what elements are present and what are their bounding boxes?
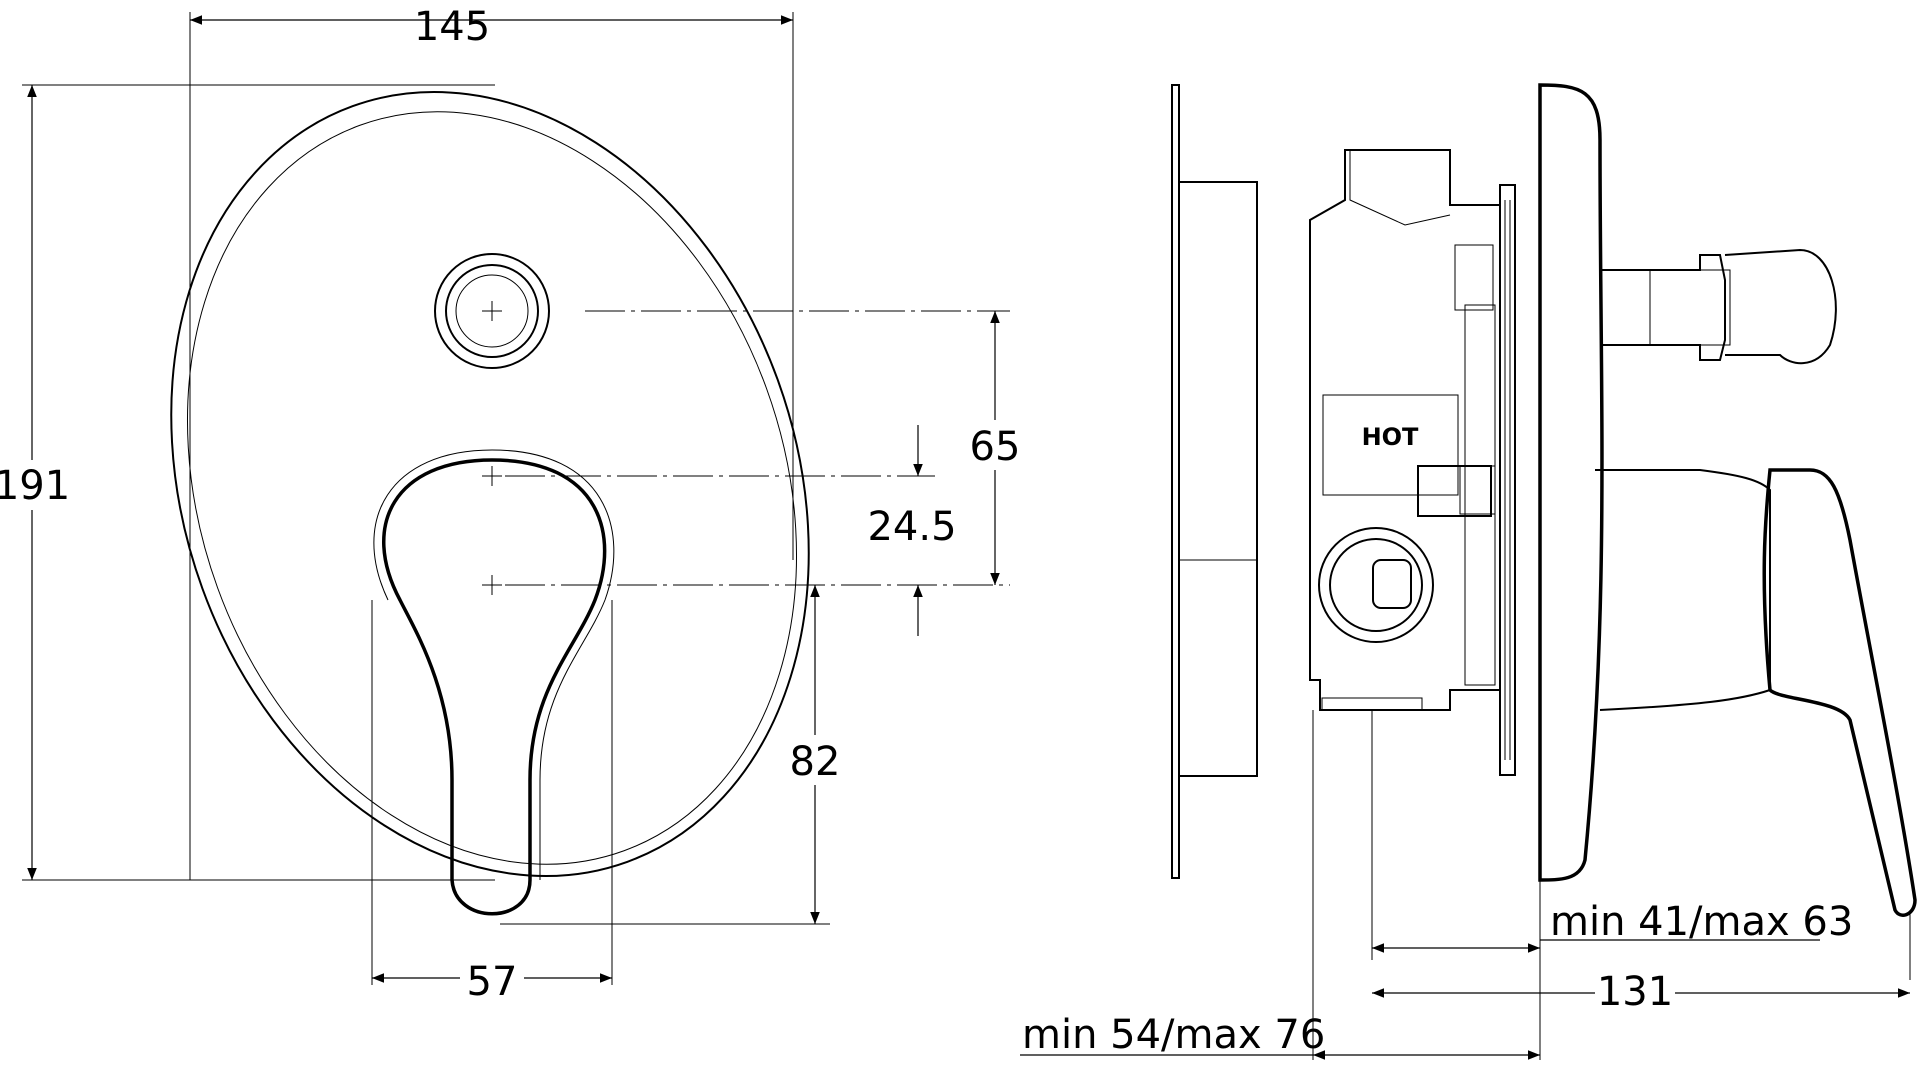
lever-side: [1595, 468, 1917, 917]
valve-body: HOT: [1309, 149, 1501, 711]
diverter-stem: [1600, 248, 1837, 365]
wall-flange: [1171, 84, 1258, 879]
lever-length-dimension: 82: [790, 739, 841, 785]
diverter-button: [434, 253, 550, 369]
lever-offset-dimension: 24.5: [867, 504, 956, 550]
cover-plate-inner: [187, 111, 797, 865]
hot-label: HOT: [1362, 423, 1419, 451]
inner-depth-range: min 41/max 63: [1550, 899, 1853, 945]
threaded-sleeve: [1499, 184, 1516, 776]
lever-width-dimension: 57: [467, 959, 518, 1005]
cover-plate-side: [1538, 83, 1604, 882]
lever-handle: [373, 449, 615, 916]
button-to-lever-dimension: 65: [970, 424, 1021, 470]
width-dimension: 145: [414, 4, 490, 50]
overall-depth: 131: [1597, 969, 1673, 1015]
cover-plate-outer: [170, 91, 810, 877]
side-view: HOT: [1020, 83, 1917, 1060]
outer-depth-range: min 54/max 76: [1022, 1012, 1325, 1058]
height-dimension: 191: [0, 463, 70, 509]
front-view: 145 191 65 24.5 82 57: [0, 4, 1025, 1005]
